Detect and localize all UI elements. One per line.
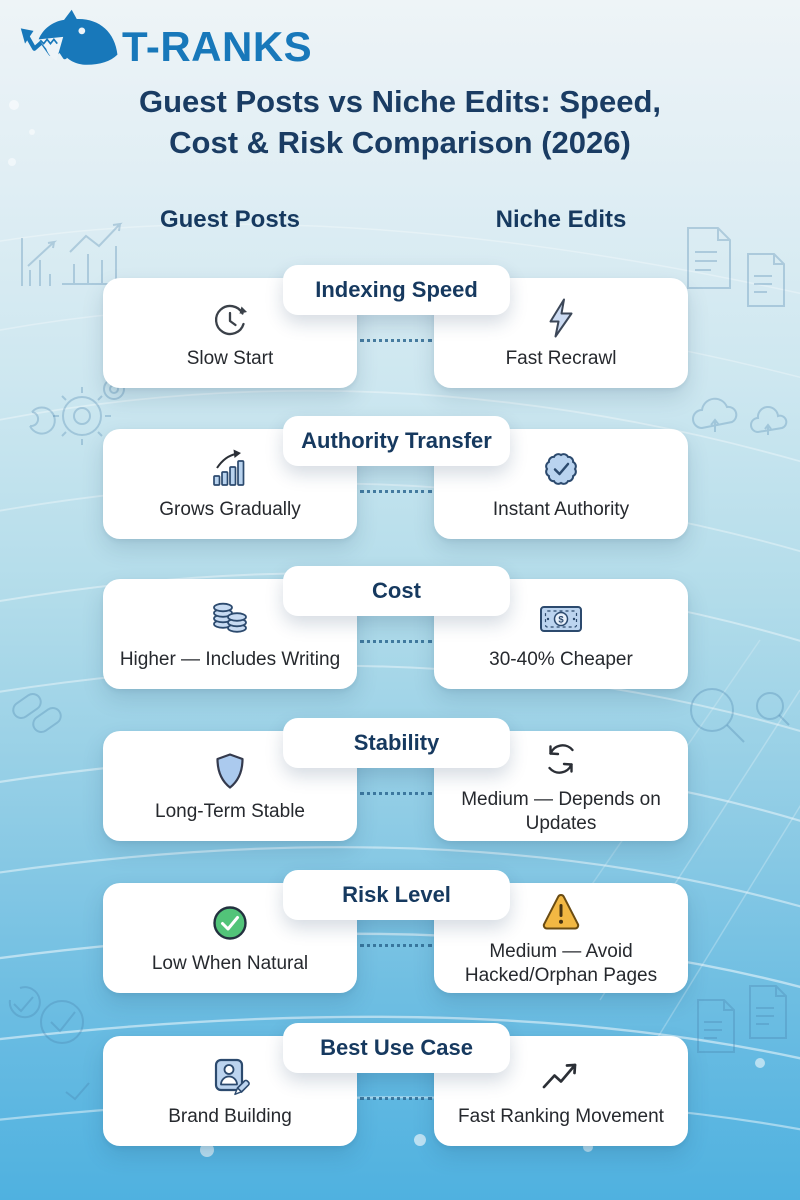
title-line-1: Guest Posts vs Niche Edits: Speed,	[139, 84, 661, 119]
card-label: Instant Authority	[492, 498, 630, 520]
card-label: Fast Recrawl	[505, 347, 617, 369]
badge-check-icon	[545, 452, 577, 485]
card-label: Medium — Depends on Updates	[461, 788, 661, 834]
comparison-row-authority-transfer: Grows Gradually Instant Authority Author…	[0, 416, 800, 544]
category-label: Indexing Speed	[315, 277, 478, 302]
card-label: Medium — Avoid Hacked/Orphan Pages	[464, 940, 658, 986]
banknote-icon: $	[540, 605, 582, 632]
column-header-niche-edits: Niche Edits	[495, 206, 627, 233]
comparison-row-stability: Long-Term Stable Medium — Depends on Upd…	[0, 718, 800, 846]
card-label: Low When Natural	[151, 952, 309, 974]
dotted-connector	[360, 640, 432, 643]
coins-icon	[213, 602, 247, 633]
comparison-row-indexing-speed: Slow Start Fast Recrawl Indexing Speed	[0, 265, 800, 393]
check-circle-icon	[213, 905, 247, 940]
clock-icon	[214, 304, 247, 335]
category-pill: Indexing Speed	[283, 265, 510, 315]
column-header-guest-posts: Guest Posts	[159, 206, 301, 233]
dotted-connector	[360, 490, 432, 493]
shark-arrow-icon	[20, 9, 118, 65]
brand-logo: T-RANKS	[14, 8, 312, 86]
category-label: Authority Transfer	[301, 428, 492, 453]
category-label: Risk Level	[342, 882, 451, 907]
comparison-row-cost: Higher — Includes Writing $ 30-40% Cheap…	[0, 566, 800, 694]
dotted-connector	[360, 944, 432, 947]
lightning-icon	[549, 298, 573, 338]
dotted-connector	[360, 1097, 432, 1100]
bar-growth-icon	[213, 449, 245, 486]
category-label: Stability	[353, 730, 440, 755]
page-title: Guest Posts vs Niche Edits: Speed, Cost …	[0, 82, 800, 164]
card-label: Slow Start	[186, 347, 274, 369]
card-label: Fast Ranking Movement	[458, 1105, 664, 1127]
category-pill: Risk Level	[283, 870, 510, 920]
category-pill: Cost	[283, 566, 510, 616]
category-pill: Stability	[283, 718, 510, 768]
title-line-2: Cost & Risk Comparison (2026)	[169, 124, 631, 160]
trending-up-icon	[542, 1063, 577, 1088]
sync-icon	[548, 743, 574, 774]
brand-name: T-RANKS	[122, 23, 313, 70]
id-card-pencil-icon	[214, 1058, 250, 1095]
shield-icon	[216, 752, 244, 789]
svg-text:$: $	[558, 614, 564, 625]
category-label: Cost	[372, 578, 421, 603]
dotted-connector	[360, 792, 432, 795]
category-label: Best Use Case	[320, 1035, 473, 1060]
category-pill: Best Use Case	[283, 1023, 510, 1073]
dotted-connector	[360, 339, 432, 342]
comparison-row-best-use-case: Brand Building Fast Ranking Movement Bes…	[0, 1023, 800, 1151]
category-pill: Authority Transfer	[283, 416, 510, 466]
card-label: Higher — Includes Writing	[119, 648, 341, 670]
comparison-row-risk-level: Low When Natural Medium — Avoid Hacked/O…	[0, 870, 800, 998]
card-label: Grows Gradually	[159, 498, 301, 520]
card-label: Long-Term Stable	[155, 800, 305, 822]
card-label: 30-40% Cheaper	[489, 648, 633, 670]
card-label: Brand Building	[168, 1105, 292, 1127]
warning-icon	[542, 893, 580, 930]
niche-edits-card: Medium — Depends on Updates	[434, 731, 688, 841]
